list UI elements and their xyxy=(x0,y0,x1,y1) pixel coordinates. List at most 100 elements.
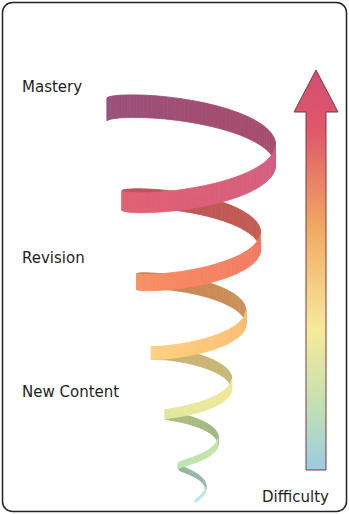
ribbon-segment xyxy=(200,495,201,499)
ribbon-segment xyxy=(200,495,201,499)
ribbon-segment xyxy=(191,457,193,464)
ribbon-segment xyxy=(228,204,231,224)
ribbon-segment xyxy=(234,111,238,134)
ribbon-segment xyxy=(199,496,200,500)
ribbon-segment xyxy=(227,386,229,398)
ribbon-segment xyxy=(199,476,201,481)
ribbon-segment xyxy=(248,117,251,140)
ribbon-segment xyxy=(195,499,196,502)
ribbon-segment xyxy=(260,234,261,253)
ribbon-segment xyxy=(183,271,186,288)
ribbon-segment xyxy=(212,446,214,454)
ribbon-segment xyxy=(186,459,188,466)
ribbon-segment xyxy=(197,101,201,124)
ribbon-segment xyxy=(137,274,138,290)
ribbon-segment xyxy=(180,99,184,122)
ribbon-segment xyxy=(196,187,200,208)
ribbon-segment xyxy=(212,183,216,204)
ribbon-segment xyxy=(198,496,199,500)
ribbon-segment xyxy=(137,273,138,289)
ribbon-segment xyxy=(122,191,123,211)
ribbon-segment xyxy=(275,146,276,169)
ribbon-segment xyxy=(203,480,204,485)
ribbon-segment xyxy=(144,95,148,118)
ribbon-segment xyxy=(152,347,153,360)
ribbon-segment xyxy=(229,372,231,384)
ribbon-segment xyxy=(194,472,196,477)
ribbon-segment xyxy=(176,98,180,121)
ribbon-segment xyxy=(192,269,195,286)
ribbon-segment xyxy=(165,410,166,419)
ribbon-segment xyxy=(159,192,162,212)
ribbon-segment xyxy=(205,487,206,491)
ribbon-segment xyxy=(136,273,137,289)
level-label: Mastery xyxy=(22,78,82,96)
ribbon-segment xyxy=(177,272,180,289)
ribbon-segment xyxy=(231,177,235,199)
ribbon-segment xyxy=(205,488,206,492)
ribbon-segment xyxy=(225,388,227,399)
ribbon-segment xyxy=(231,379,232,391)
ribbon-segment xyxy=(168,409,170,419)
ribbon-segment xyxy=(197,498,198,502)
ribbon-segment xyxy=(201,494,202,498)
ribbon-segment xyxy=(207,450,209,457)
ribbon-segment xyxy=(231,380,232,392)
ribbon-segment xyxy=(162,191,166,211)
ribbon-segment xyxy=(228,371,230,383)
ribbon-segment xyxy=(184,99,188,122)
ribbon-segment xyxy=(203,479,204,484)
ribbon-segment xyxy=(220,262,223,280)
ribbon-segment xyxy=(193,472,195,477)
ribbon-segment xyxy=(137,95,140,118)
ribbon-segment xyxy=(210,426,212,434)
ribbon-segment xyxy=(165,410,166,419)
ribbon-segment xyxy=(245,311,246,327)
ribbon-segment xyxy=(166,409,167,418)
ribbon-segment xyxy=(191,471,193,476)
ribbon-segment xyxy=(181,461,183,467)
ribbon-segment xyxy=(181,461,183,467)
ribbon-segment xyxy=(217,263,220,281)
ribbon-segment xyxy=(109,96,110,119)
ribbon-segment xyxy=(137,274,138,290)
ribbon-segment xyxy=(169,409,171,419)
ribbon-segment xyxy=(225,203,228,222)
ribbon-segment xyxy=(178,463,179,469)
ribbon-segment xyxy=(198,497,199,501)
ribbon-segment xyxy=(185,460,187,466)
ribbon-segment xyxy=(163,96,167,119)
ribbon-segment xyxy=(165,273,168,290)
ribbon-segment xyxy=(242,114,245,137)
ribbon-segment xyxy=(152,347,154,360)
ribbon-segment xyxy=(167,409,169,418)
ribbon-segment xyxy=(200,476,202,481)
ribbon-segment xyxy=(210,448,212,456)
ribbon-segment xyxy=(198,475,200,480)
ribbon-segment xyxy=(107,98,108,121)
ribbon-segment xyxy=(206,282,209,298)
ribbon-segment xyxy=(201,477,203,482)
ribbon-segment xyxy=(107,97,108,120)
ribbon-segment xyxy=(183,460,185,466)
ribbon-segment xyxy=(180,271,183,288)
ribbon-segment xyxy=(168,409,170,419)
ribbon-segment xyxy=(231,205,234,225)
ribbon-segment xyxy=(177,190,181,211)
ribbon-segment xyxy=(229,258,232,276)
ribbon-segment xyxy=(231,110,235,133)
ribbon-segment xyxy=(224,180,228,202)
ribbon-segment xyxy=(151,96,155,119)
ribbon-segment xyxy=(154,347,156,360)
ribbon-segment xyxy=(133,95,136,118)
level-label: Revision xyxy=(22,249,85,267)
ribbon-segment xyxy=(140,95,144,118)
ribbon-segment xyxy=(234,207,237,227)
ribbon-segment xyxy=(178,463,179,469)
ribbon-segment xyxy=(167,97,171,120)
ribbon-segment xyxy=(186,468,188,473)
ribbon-segment xyxy=(248,171,251,193)
ribbon-segment xyxy=(227,370,229,382)
ribbon-segment xyxy=(172,97,176,120)
